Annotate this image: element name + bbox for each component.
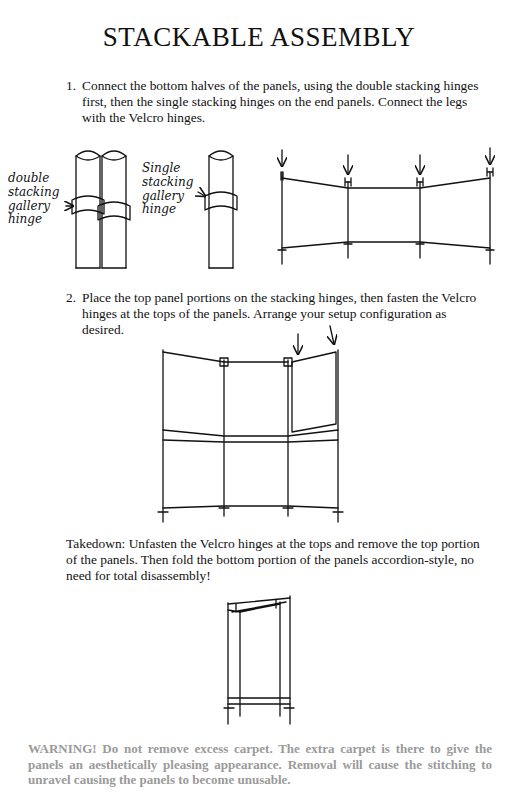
page-title: STACKABLE ASSEMBLY xyxy=(0,22,518,53)
hinge-label: double stacking gallery hinge xyxy=(8,172,66,227)
step-number: 1. xyxy=(66,78,82,94)
double-hinge-drawing xyxy=(72,151,130,268)
hinge-label: Single stacking gallery hinge xyxy=(142,162,198,217)
warning-note: WARNING! Do not remove excess carpet. Th… xyxy=(28,741,492,788)
bottom-panels-drawing xyxy=(278,148,494,264)
full-assembly-drawing xyxy=(158,326,343,522)
step-number: 2. xyxy=(66,290,82,306)
takedown-text: Takedown: Unfasten the Velcro hinges at … xyxy=(66,536,490,583)
step-text: Connect the bottom halves of the panels,… xyxy=(82,78,490,125)
step-text: Place the top panel portions on the stac… xyxy=(82,290,490,337)
single-hinge-drawing xyxy=(205,151,237,268)
folded-panels-drawing xyxy=(224,596,294,724)
leader-arrow xyxy=(198,192,205,196)
leader-arrow xyxy=(66,205,73,206)
